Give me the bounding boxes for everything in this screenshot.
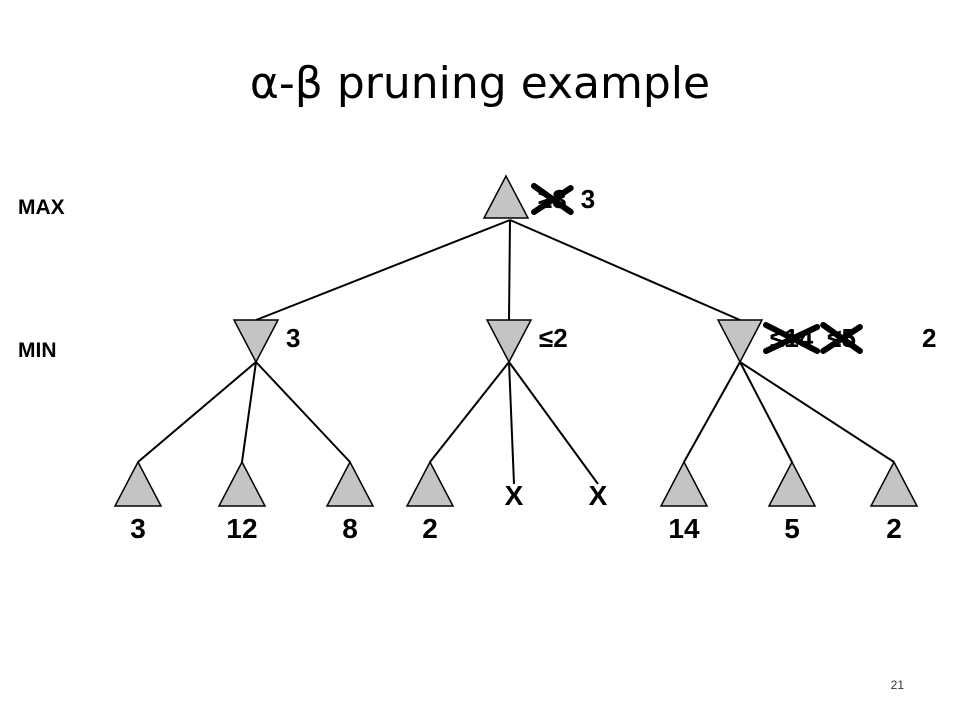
tree-edges [137,219,895,485]
leaf-8-triangle [767,460,817,507]
leaf-4-value: 2 [422,513,438,544]
leaf-7-triangle [659,460,709,507]
min-node-3-crossed-bound-1-strike-b [763,324,821,354]
tree-nodes [113,174,919,507]
leaf-6-pruned-mark: X [589,480,608,511]
edge-min1-leaf-3 [255,361,351,463]
min-node-3-crossed-bound-2-strike-b [820,324,863,354]
leaf-1-triangle [113,460,163,507]
edge-root-min-1 [255,219,511,321]
min-node-1-value: 3 [286,323,300,353]
leaf-9-value: 2 [886,513,902,544]
edge-min2-leaf-6 [508,361,599,485]
min-node-3-triangle [716,319,764,364]
min-node-1-triangle [232,319,280,364]
slide-title: α-β pruning example [249,58,711,109]
root-crossed-bound-1-strike-b [531,185,574,215]
leaf-3-value: 8 [342,513,358,544]
edge-min2-leaf-4 [429,361,510,463]
leaf-5-pruned-mark: X [505,480,524,511]
edge-min3-leaf-8 [739,361,793,463]
edge-min1-leaf-1 [137,361,257,463]
min-node-2-value: ≤2 [539,323,568,353]
page-number: 21 [890,678,904,692]
leaf-1-value: 3 [130,513,146,544]
edge-min3-leaf-7 [683,361,741,463]
leaf-8-value: 5 [784,513,800,544]
min-node-3-value: 2 [922,323,936,353]
edge-min1-leaf-2 [241,361,257,463]
leaf-4-triangle [405,460,455,507]
max-node-triangle [482,174,530,219]
root-value: 3 [581,184,595,214]
edge-root-min-3 [509,219,741,321]
level-label-min: MIN [18,339,57,362]
level-label-max: MAX [18,196,65,219]
leaf-7-value: 14 [668,513,700,544]
edge-min3-leaf-9 [739,361,895,463]
edge-root-min-2 [508,219,511,321]
min-node-2-triangle [485,319,533,364]
edge-min2-leaf-5 [508,361,515,485]
leaf-2-value: 12 [226,513,257,544]
leaf-9-triangle [869,460,919,507]
leaf-2-triangle [217,460,267,507]
leaf-3-triangle [325,460,375,507]
